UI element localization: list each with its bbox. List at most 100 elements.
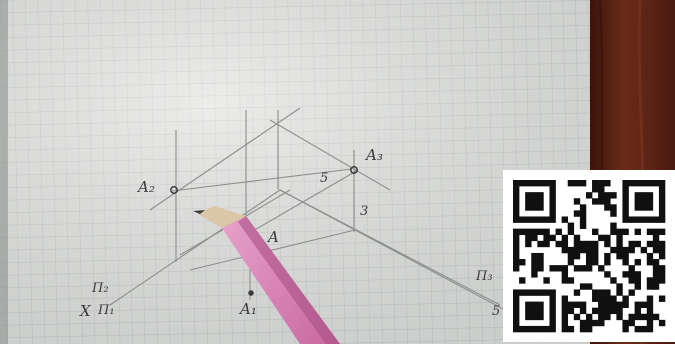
qr-module: [622, 180, 629, 187]
qr-module: [622, 271, 629, 278]
qr-module: [549, 319, 556, 327]
qr-module: [525, 307, 532, 315]
qr-module: [585, 259, 593, 266]
qr-module: [519, 259, 526, 266]
label-pi3: Π₃: [476, 269, 493, 284]
qr-module: [531, 198, 538, 205]
qr-module: [549, 313, 556, 321]
paper-shading: [0, 0, 600, 344]
qr-module: [573, 210, 581, 217]
qr-module: [652, 313, 660, 321]
qr-module: [549, 198, 556, 205]
qr-module: [579, 210, 587, 217]
qr-module: [525, 204, 532, 211]
qr-module: [561, 325, 569, 333]
qr-module: [616, 228, 623, 236]
qr-module: [634, 180, 641, 187]
qr-module: [610, 301, 617, 308]
qr-module: [598, 319, 605, 327]
label-three: 3: [360, 204, 369, 219]
qr-module: [610, 246, 617, 254]
qr-module: [610, 277, 617, 284]
qr-module: [543, 289, 550, 296]
qr-module: [537, 259, 544, 266]
qr-module: [585, 283, 593, 290]
label-a3: A₃: [366, 146, 383, 164]
qr-module: [616, 289, 623, 296]
qr-module: [549, 186, 556, 193]
qr-module: [592, 228, 599, 236]
qr-module: [658, 180, 666, 187]
pencil-edge-shadow: [238, 216, 340, 344]
qr-module: [622, 204, 629, 211]
qr-module: [549, 325, 556, 333]
qr-module: [622, 228, 629, 236]
qr-module: [592, 252, 599, 260]
qr-module: [598, 234, 605, 242]
qr-module: [531, 307, 538, 315]
qr-module: [513, 259, 520, 266]
qr-module: [658, 252, 666, 260]
label-a1: A₁: [240, 300, 257, 318]
qr-module: [616, 246, 623, 254]
qr-module: [646, 228, 654, 236]
line-lower-3: [279, 189, 356, 231]
qr-module: [513, 210, 520, 217]
qr-module: [604, 259, 611, 266]
qr-module: [634, 204, 641, 211]
qr-module: [622, 192, 629, 199]
qr-module: [604, 307, 611, 315]
label-a2: A₂: [138, 178, 155, 196]
qr-module: [519, 180, 526, 187]
qr-module: [531, 216, 538, 223]
qr-module: [579, 246, 587, 254]
qr-module: [531, 259, 538, 266]
line-a2-a3: [171, 168, 353, 192]
qr-module: [525, 216, 532, 223]
qr-module: [640, 204, 648, 211]
qr-module: [579, 283, 587, 290]
qr-module: [652, 259, 660, 266]
qr-module: [561, 246, 569, 254]
qr-module: [616, 234, 623, 242]
qr-module: [598, 186, 605, 193]
qr-module: [598, 198, 605, 205]
qr-module: [513, 289, 520, 296]
qr-module: [616, 252, 623, 260]
label-edge-digit: 5: [492, 304, 501, 319]
qr-module: [525, 198, 532, 205]
qr-module: [537, 265, 544, 272]
qr-module: [646, 301, 654, 308]
qr-code[interactable]: [503, 170, 675, 342]
qr-module: [585, 252, 593, 260]
qr-module: [634, 192, 641, 199]
qr-module: [652, 283, 660, 290]
qr-module: [525, 301, 532, 308]
qr-module: [604, 295, 611, 302]
qr-module: [646, 307, 654, 315]
qr-module: [652, 277, 660, 284]
qr-module: [610, 228, 617, 236]
qr-module: [579, 325, 587, 333]
qr-module: [513, 198, 520, 205]
qr-module: [513, 325, 520, 333]
qr-module: [573, 289, 581, 296]
qr-module: [634, 301, 641, 308]
qr-module: [579, 204, 587, 211]
qr-module: [567, 277, 575, 284]
qr-module: [513, 234, 520, 242]
qr-module: [652, 240, 660, 248]
qr-module: [531, 204, 538, 211]
qr-module: [592, 240, 599, 248]
qr-module: [658, 319, 666, 327]
qr-module: [573, 313, 581, 321]
qr-module: [646, 325, 654, 333]
qr-module: [628, 246, 635, 254]
qr-module: [646, 198, 654, 205]
qr-module: [585, 240, 593, 248]
qr-module: [634, 271, 641, 278]
qr-module: [537, 301, 544, 308]
qr-module: [543, 216, 550, 223]
point-a3: [350, 166, 358, 174]
qr-module: [592, 295, 599, 302]
